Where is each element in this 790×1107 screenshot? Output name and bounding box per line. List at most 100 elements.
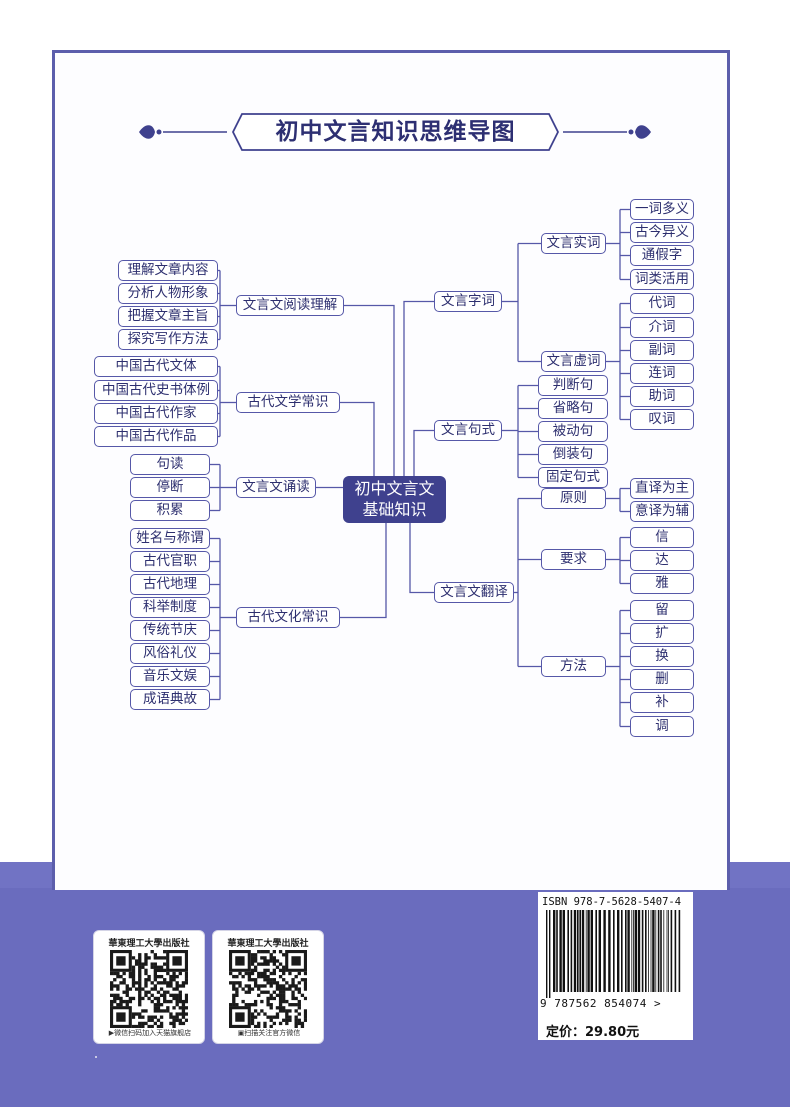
- qr-module: [150, 1024, 154, 1028]
- qr-module: [122, 999, 126, 1004]
- qr-module: [147, 1018, 151, 1022]
- qr-module: [232, 987, 236, 991]
- qr-module: [153, 962, 157, 966]
- sub-branch-node: 原则: [541, 488, 606, 509]
- qr-module: [131, 981, 136, 985]
- qr-module: [159, 1024, 164, 1028]
- qr-module: [250, 959, 255, 963]
- qr-module: [266, 978, 270, 982]
- qr-module: [116, 987, 120, 991]
- qr-module: [250, 953, 255, 957]
- qr-module: [119, 996, 123, 1001]
- qr-module: [282, 999, 286, 1004]
- qr-module: [266, 1003, 270, 1007]
- center-line-2: 基础知识: [362, 500, 427, 519]
- qr-module: [138, 984, 142, 988]
- qr-module: [260, 971, 264, 976]
- qr-module: [244, 971, 248, 976]
- barcode-bar: [579, 910, 581, 992]
- leaf-node: 成语典故: [130, 689, 210, 710]
- qr-module: [269, 1003, 273, 1007]
- leaf-node: 中国古代作家: [94, 403, 218, 424]
- qr-module: [144, 984, 148, 988]
- qr-module: [260, 956, 264, 960]
- qr-module: [263, 1012, 267, 1016]
- leaf-node: 科举制度: [130, 597, 210, 618]
- qr-module: [263, 962, 267, 966]
- qr-module: [116, 984, 120, 988]
- qr-module: [181, 999, 186, 1004]
- qr-module: [138, 1003, 142, 1007]
- mindmap-center-node: 初中文言文 基础知识: [343, 476, 446, 523]
- leaf-node: 判断句: [538, 375, 608, 396]
- qr-module: [175, 996, 179, 1001]
- qr-module: [113, 996, 117, 1001]
- barcode-bar: [559, 910, 562, 992]
- qr-module: [285, 1021, 289, 1026]
- qr-module: [278, 968, 283, 973]
- qr-module: [266, 999, 270, 1004]
- qr-module: [275, 993, 280, 997]
- qr-code-icon[interactable]: [229, 950, 307, 1028]
- qr-module: [297, 990, 301, 994]
- qr-module: [178, 971, 182, 976]
- barcode-bar: [553, 910, 556, 992]
- barcode-bar: [634, 910, 637, 992]
- barcode-bar: [595, 910, 597, 992]
- leaf-node: 扩: [630, 623, 694, 644]
- qr-module: [272, 996, 276, 1001]
- qr-module: [138, 956, 142, 960]
- qr-module: [275, 987, 280, 991]
- qr-module: [269, 1006, 273, 1010]
- qr-card-header: 華東理工大學出版社: [108, 939, 190, 949]
- barcode-bar: [603, 910, 606, 992]
- qr-module: [138, 990, 142, 994]
- qr-code-icon[interactable]: [110, 950, 188, 1028]
- barcode-bar: [581, 910, 585, 992]
- barcode-bar: [608, 910, 611, 992]
- qr-finder: [235, 956, 245, 966]
- qr-module: [138, 974, 142, 979]
- qr-module: [266, 1015, 270, 1019]
- qr-module: [163, 956, 167, 960]
- qr-module: [303, 1009, 307, 1013]
- qr-module: [235, 974, 239, 979]
- qr-module: [110, 999, 114, 1004]
- qr-module: [141, 965, 145, 969]
- qr-module: [144, 956, 148, 960]
- qr-module: [247, 1003, 252, 1007]
- qr-module: [275, 981, 280, 985]
- qr-module: [229, 981, 233, 985]
- qr-module: [184, 971, 188, 976]
- qr-module: [134, 981, 139, 985]
- qr-module: [272, 971, 276, 976]
- qr-module: [131, 1012, 136, 1016]
- qr-module: [153, 978, 157, 982]
- qr-module: [172, 987, 176, 991]
- qr-module: [184, 1018, 188, 1022]
- qr-module: [169, 999, 173, 1004]
- qr-finder: [235, 1012, 245, 1022]
- barcode-bar: [668, 910, 669, 992]
- barcode-bar: [663, 910, 665, 992]
- qr-module: [110, 993, 114, 997]
- qr-module: [263, 984, 267, 988]
- qr-module: [282, 1006, 286, 1010]
- qr-module: [175, 1003, 179, 1007]
- qr-module: [147, 978, 151, 982]
- qr-module: [253, 1003, 258, 1007]
- qr-module: [235, 993, 239, 997]
- qr-module: [229, 1003, 233, 1007]
- qr-module: [178, 984, 182, 988]
- leaf-node: 句读: [130, 454, 210, 475]
- barcode-bar: [666, 910, 668, 992]
- qr-module: [272, 978, 276, 982]
- qr-module: [260, 962, 264, 966]
- qr-module: [250, 1012, 255, 1016]
- qr-module: [303, 996, 307, 1001]
- qr-module: [131, 974, 136, 979]
- qr-module: [134, 987, 139, 991]
- qr-module: [272, 950, 276, 954]
- qr-module: [253, 956, 258, 960]
- qr-module: [247, 974, 252, 979]
